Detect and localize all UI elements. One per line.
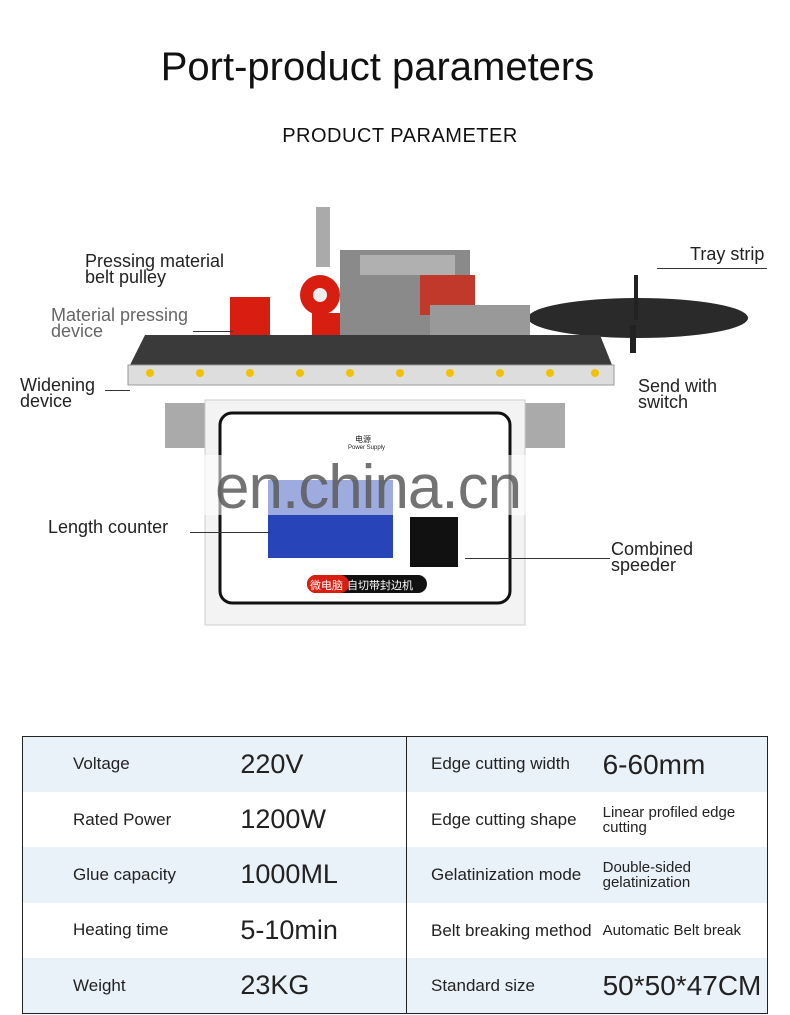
param-key: Voltage — [73, 754, 130, 774]
param-key: Belt breaking method — [405, 902, 603, 959]
panel-brand-red: 微电脑 — [310, 580, 343, 592]
label-combined-speeder: Combined speeder — [611, 539, 694, 575]
machine-top-parts — [230, 207, 530, 343]
label-tray-strip: Tray strip — [690, 244, 765, 264]
param-value: 1200W — [240, 804, 326, 835]
param-key: Rated Power — [73, 809, 172, 829]
param-value: 5-10min — [240, 914, 338, 945]
tray-strip-disc — [528, 275, 748, 353]
param-value: 50*50*47CM — [602, 970, 762, 1002]
label-length-counter: Length counter — [48, 517, 169, 537]
param-value: 23KG — [240, 970, 310, 1001]
param-value: Double-sided gelatinization — [602, 858, 691, 891]
param-key: Edge cutting shape — [405, 791, 603, 848]
label-material-pressing-device: Material pressing device — [51, 305, 189, 341]
param-key: Weight — [73, 975, 126, 995]
param-value: 6-60mm — [602, 748, 706, 780]
label-pressing-belt-pulley: Pressing material belt pulley — [85, 251, 225, 287]
panel-power-cn: 电源 — [355, 435, 371, 444]
watermark: en.china.cn — [215, 453, 522, 522]
table-top — [127, 335, 615, 386]
page-title: Port-product parameters — [160, 45, 595, 89]
section-subtitle: PRODUCT PARAMETER — [282, 125, 518, 147]
param-value: Automatic Belt break — [602, 921, 742, 939]
panel-brand-black: 自切带封边机 — [347, 580, 413, 592]
panel-power-en: Power Supply — [348, 445, 386, 451]
param-value: Linear profiled edge cutting — [602, 803, 736, 836]
param-value: 220V — [240, 748, 304, 779]
label-send-with-switch: Send with switch — [638, 376, 718, 412]
param-key: Heating time — [73, 920, 169, 940]
param-key: Standard size — [405, 958, 603, 1014]
param-key: Gelatinization mode — [405, 847, 603, 903]
label-widening-device: Widening device — [20, 375, 96, 411]
param-key: Glue capacity — [73, 864, 176, 884]
param-key: Edge cutting width — [405, 736, 603, 792]
param-value: 1000ML — [240, 859, 338, 890]
